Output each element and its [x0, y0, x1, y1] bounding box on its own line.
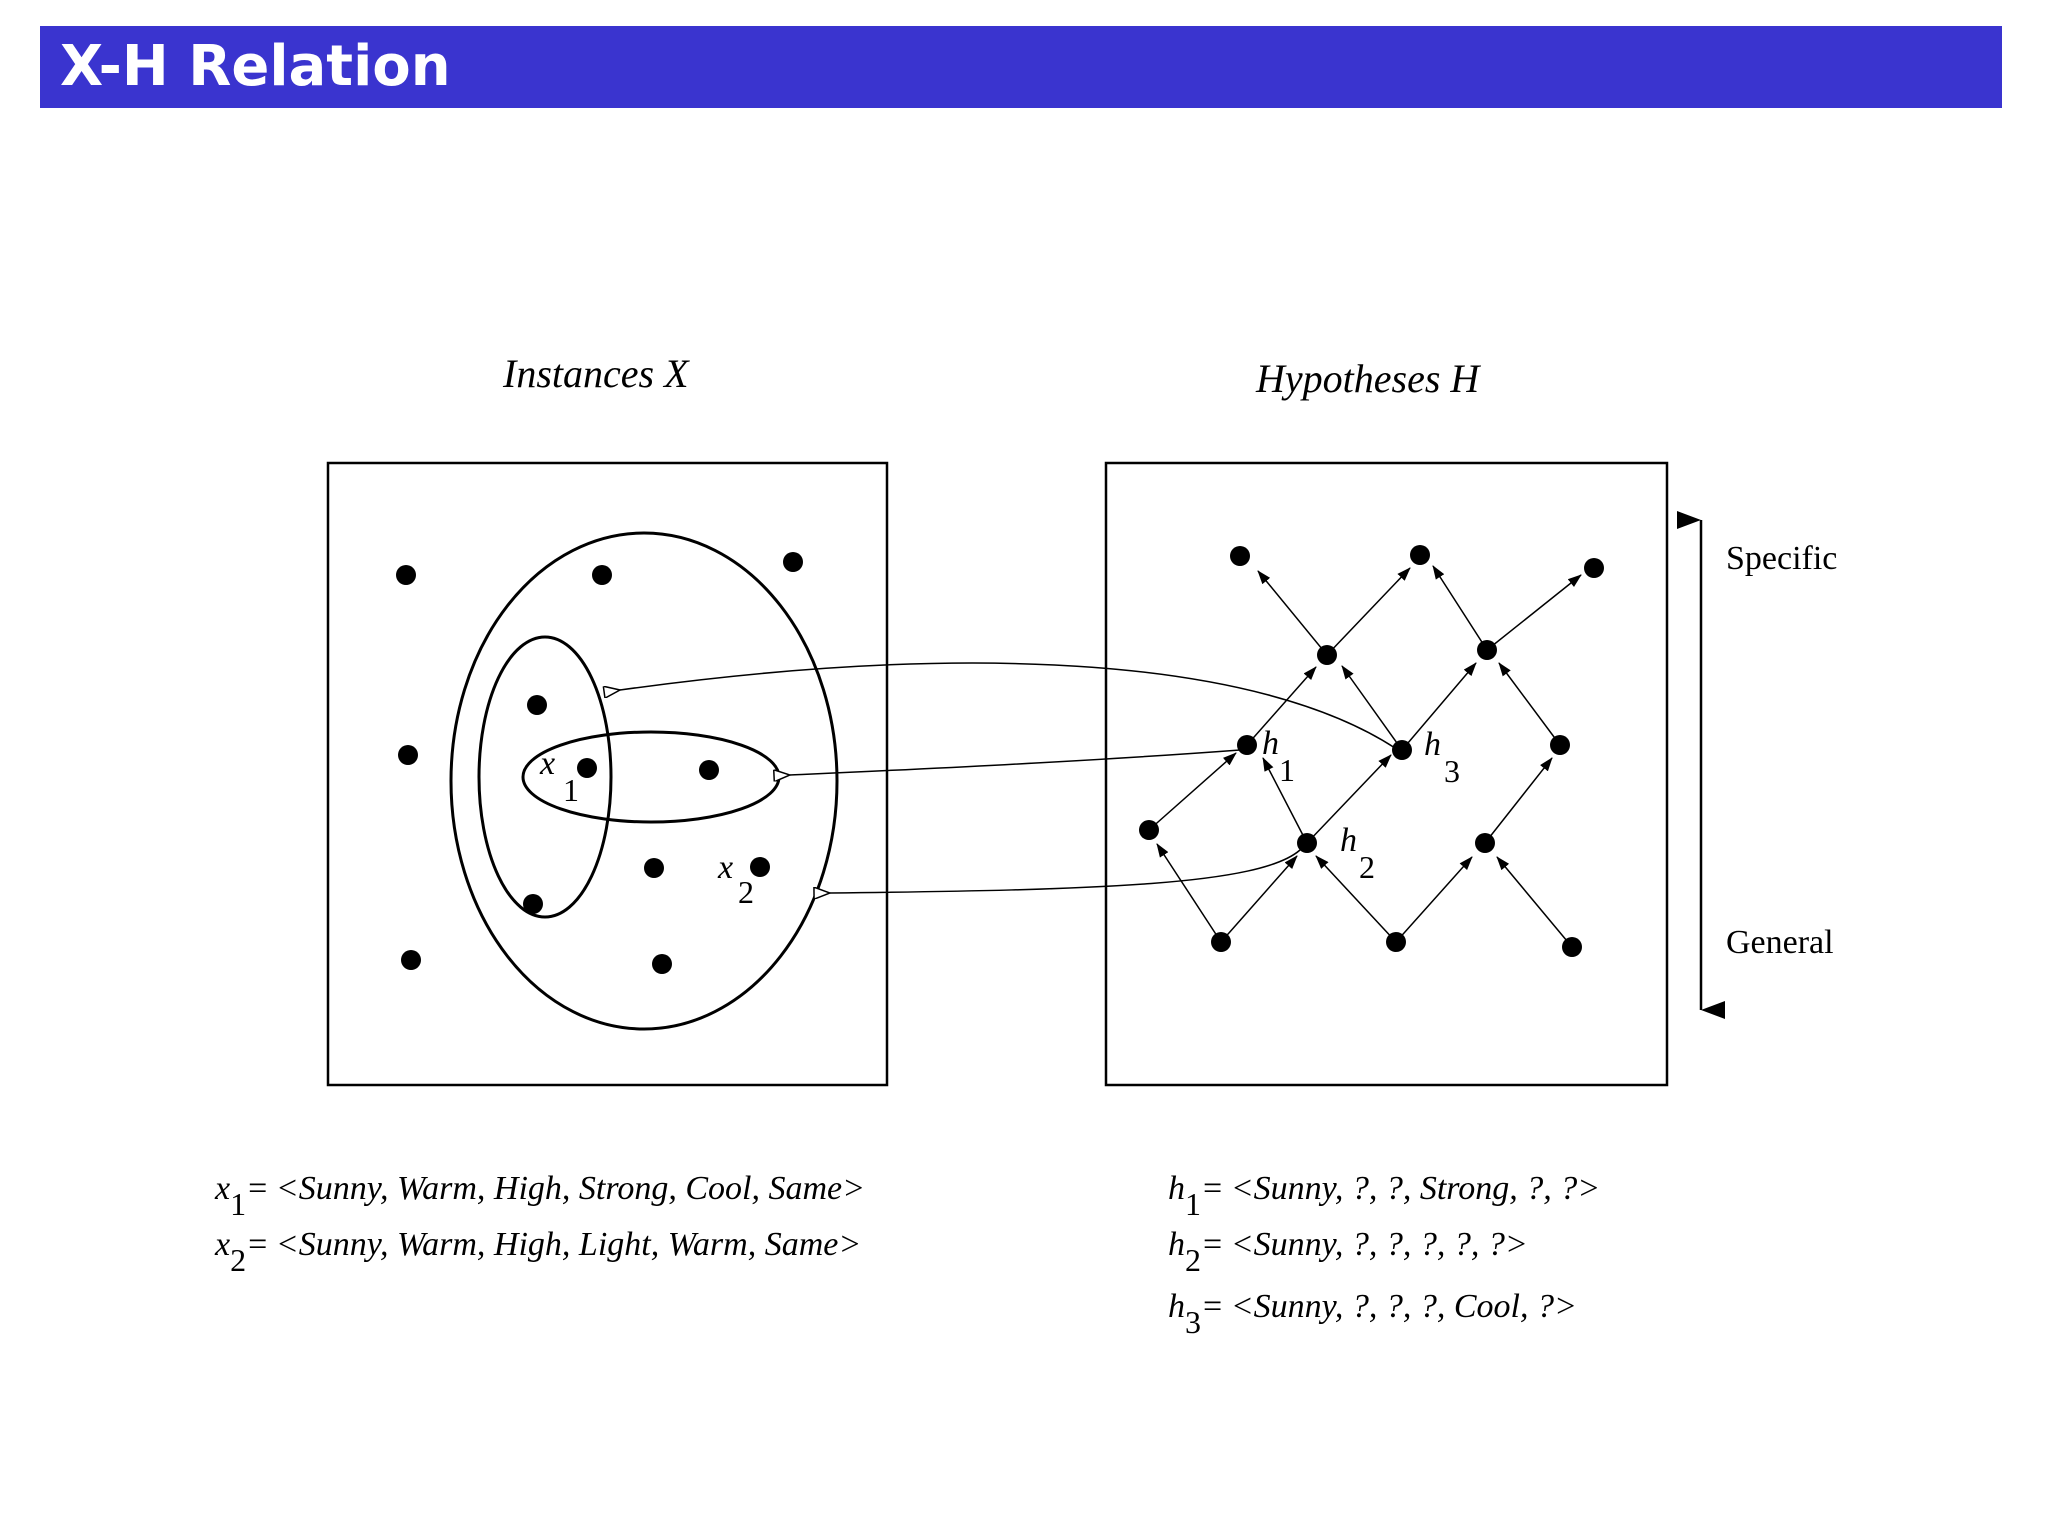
instance-point	[592, 565, 612, 585]
hypothesis-point	[1317, 645, 1337, 665]
instance-point-x1	[577, 758, 597, 778]
instances-title: Instances X	[502, 351, 690, 396]
hypothesis-point	[1139, 820, 1159, 840]
hypothesis-point	[1211, 932, 1231, 952]
h2-definition: h2= <Sunny, ?, ?, ?, ?, ?>	[1168, 1226, 1528, 1278]
hypotheses-title: Hypotheses H	[1255, 356, 1481, 401]
hypothesis-point	[1562, 937, 1582, 957]
hypothesis-point	[1475, 833, 1495, 853]
x2-subscript: 2	[738, 874, 754, 910]
specific-label: Specific	[1726, 540, 1837, 577]
hypothesis-point	[1550, 735, 1570, 755]
instance-point	[783, 552, 803, 572]
h1-subscript: 1	[1279, 752, 1295, 788]
instance-points	[396, 552, 803, 974]
hypothesis-point	[1410, 545, 1430, 565]
x1-definition: x1= <Sunny, Warm, High, Strong, Cool, Sa…	[215, 1170, 866, 1222]
hypothesis-point-h1	[1237, 735, 1257, 755]
h3-label: h	[1424, 726, 1441, 763]
hypothesis-point	[1477, 640, 1497, 660]
x1-label: x	[539, 745, 555, 782]
h2-subscript: 2	[1359, 849, 1375, 885]
h3-definition: h3= <Sunny, ?, ?, ?, Cool, ?>	[1168, 1288, 1577, 1340]
h2-mapping-arrow	[830, 849, 1301, 893]
h3-instance-set	[521, 730, 781, 824]
instance-point	[396, 565, 416, 585]
instance-point-x2	[750, 857, 770, 877]
instance-point	[644, 858, 664, 878]
x1-subscript: 1	[563, 772, 579, 808]
hypotheses-box	[1104, 461, 1669, 1087]
hypothesis-point	[1584, 558, 1604, 578]
h1-mapping-arrow	[790, 749, 1241, 775]
h1-instance-set	[477, 635, 613, 919]
h3-subscript: 3	[1444, 753, 1460, 789]
instance-point	[523, 894, 543, 914]
instance-point	[699, 760, 719, 780]
hypothesis-points	[1139, 545, 1604, 957]
hypothesis-point-h3	[1392, 740, 1412, 760]
x2-label: x	[717, 849, 733, 886]
lattice-edges	[1148, 565, 1582, 948]
instances-box	[326, 461, 889, 1087]
h2-instance-set	[449, 531, 839, 1031]
title-bar: X-H Relation	[40, 26, 2002, 108]
h2-label: h	[1340, 822, 1357, 859]
h1-label: h	[1262, 725, 1279, 762]
instance-point	[652, 954, 672, 974]
hypothesis-point	[1386, 932, 1406, 952]
slide-title: X-H Relation	[60, 34, 451, 99]
x2-definition: x2= <Sunny, Warm, High, Light, Warm, Sam…	[215, 1226, 862, 1278]
instance-point	[401, 950, 421, 970]
general-label: General	[1726, 924, 1834, 961]
instance-point	[527, 695, 547, 715]
hypothesis-point	[1230, 546, 1250, 566]
h3-mapping-arrow	[620, 662, 1396, 749]
mapping-arrows	[620, 662, 1396, 893]
instance-point	[398, 745, 418, 765]
hypothesis-point-h2	[1297, 833, 1317, 853]
h1-definition: h1= <Sunny, ?, ?, Strong, ?, ?>	[1168, 1170, 1601, 1222]
